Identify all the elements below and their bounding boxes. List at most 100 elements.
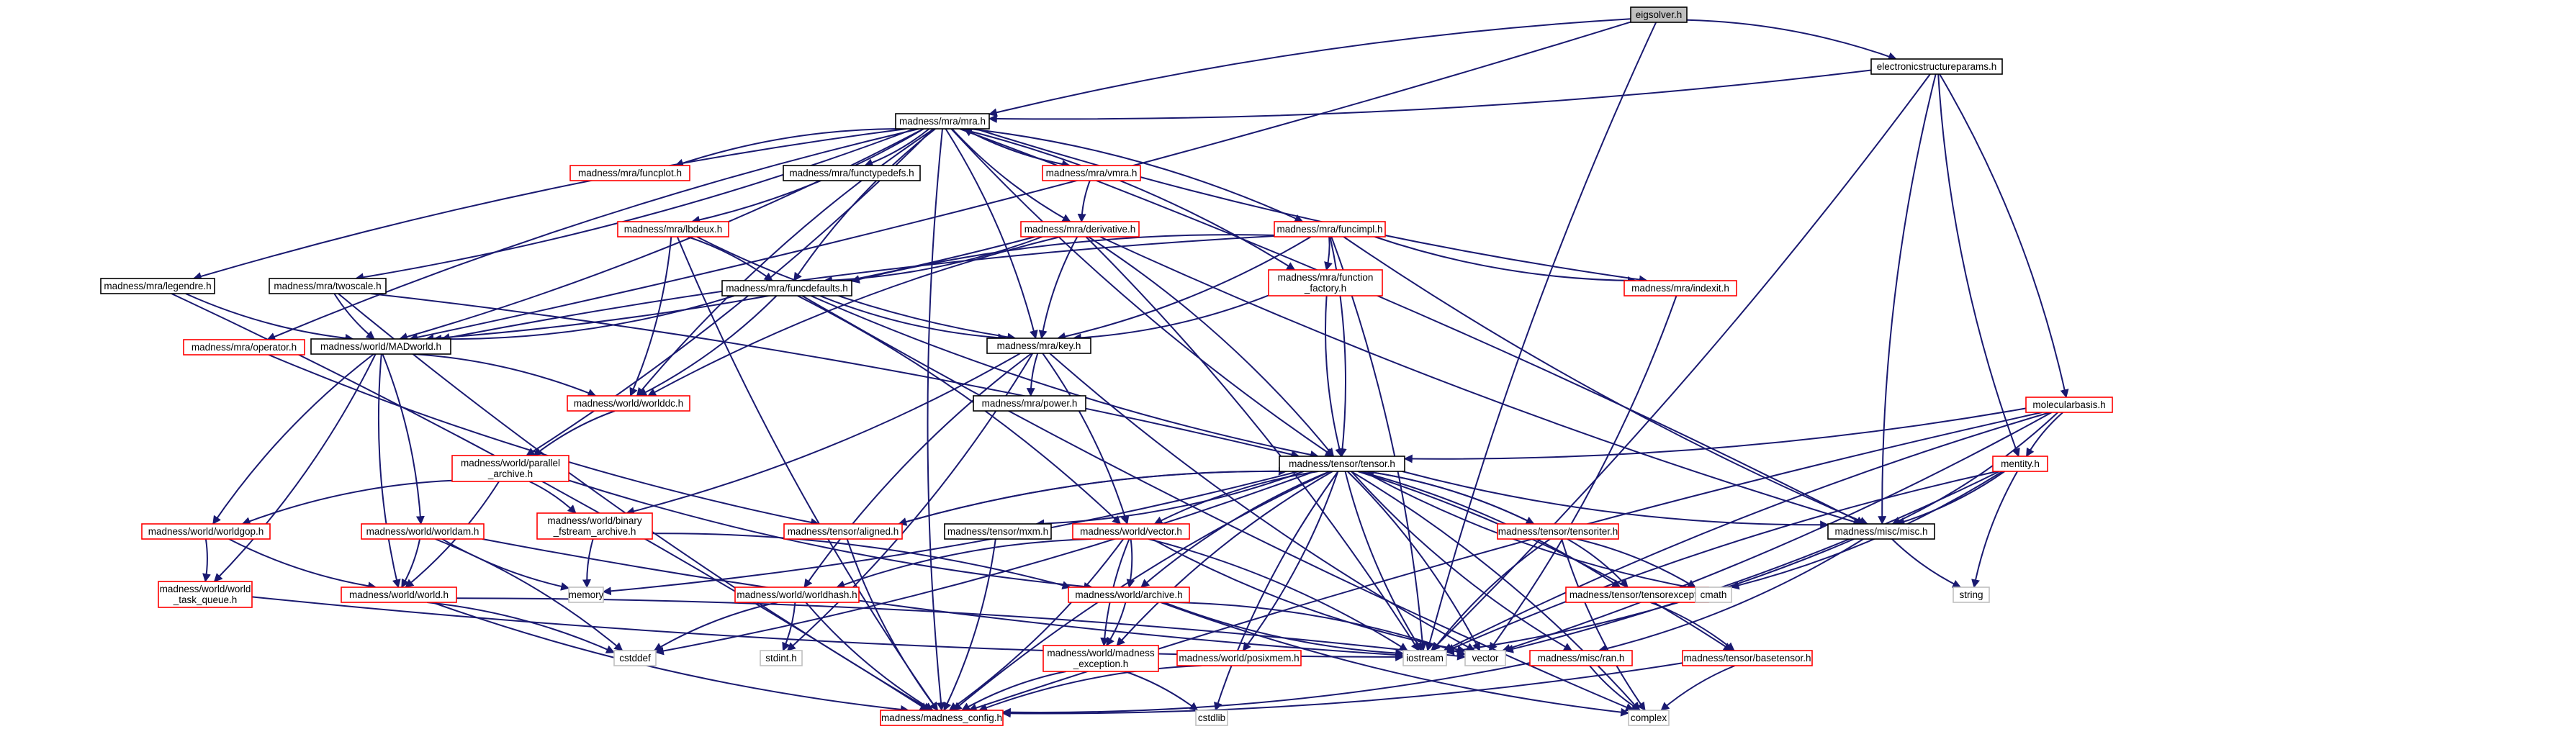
node-label-archive: madness/world/archive.h xyxy=(1075,589,1182,600)
edge-eigsolver-to-esp xyxy=(1686,19,1897,61)
edge-funcimpl-to-misc xyxy=(1343,236,1868,525)
node-box-cstdlib xyxy=(1195,710,1228,726)
node-esp[interactable]: electronicstructureparams.h xyxy=(1870,58,2003,75)
node-worldgop[interactable]: madness/world/worldgop.h xyxy=(141,523,271,540)
node-worlddc[interactable]: madness/world/worlddc.h xyxy=(567,395,690,412)
node-binaryfstream[interactable]: madness/world/binary_fstream_archive.h xyxy=(536,512,653,540)
edge-madworld-to-worlddc xyxy=(413,353,597,397)
dependency-edges xyxy=(171,18,2069,718)
node-label-cstddef: cstddef xyxy=(619,653,651,664)
node-box-worlddc xyxy=(567,395,690,412)
edge-vmra-to-mra xyxy=(963,128,1070,166)
node-label-worldam: madness/world/worldam.h xyxy=(366,526,479,537)
node-eigsolver[interactable]: eigsolver.h xyxy=(1630,6,1688,23)
node-posixmem[interactable]: madness/world/posixmem.h xyxy=(1176,650,1302,666)
node-label-madworld: madness/world/MADworld.h xyxy=(320,341,441,352)
node-box-key xyxy=(986,338,1091,354)
edge-madworld-to-worldgop xyxy=(212,353,374,525)
node-tensoraligned[interactable]: madness/tensor/aligned.h xyxy=(783,523,903,540)
node-tensorexcept[interactable]: madness/tensor/tensorexcept.h xyxy=(1565,587,1709,603)
node-box-ran xyxy=(1529,650,1633,666)
node-tensor[interactable]: madness/tensor/tensor.h xyxy=(1279,456,1405,472)
node-madworld[interactable]: madness/world/MADworld.h xyxy=(310,338,451,355)
node-key[interactable]: madness/mra/key.h xyxy=(986,338,1091,354)
edge-mra-to-funcfactory xyxy=(960,128,1296,271)
node-label-parallelarchive: madness/world/parallel xyxy=(461,458,560,468)
node-box-tensoraligned xyxy=(783,523,903,540)
edge-posixmem-to-config xyxy=(978,665,1202,712)
node-derivative[interactable]: madness/mra/derivative.h xyxy=(1020,221,1140,237)
node-indexit[interactable]: madness/mra/indexit.h xyxy=(1623,280,1737,296)
edge-world-to-cstddef xyxy=(426,602,616,653)
node-label-tensorexcept: madness/tensor/tensorexcept.h xyxy=(1570,589,1705,600)
edge-lbdeux-to-worlddc xyxy=(629,236,672,397)
edge-worldhash-to-stdint xyxy=(782,602,796,652)
node-worldam[interactable]: madness/world/worldam.h xyxy=(361,523,485,540)
node-box-vmra xyxy=(1042,165,1141,181)
node-cstddef: cstddef xyxy=(613,650,657,666)
node-world[interactable]: madness/world/world.h xyxy=(341,587,457,603)
edge-world-to-vectorstd xyxy=(456,597,1467,661)
node-legendre[interactable]: madness/mra/legendre.h xyxy=(100,278,215,294)
node-archive[interactable]: madness/world/archive.h xyxy=(1068,587,1190,603)
edge-archive-to-complex xyxy=(1160,602,1630,717)
node-basetensor[interactable]: madness/tensor/basetensor.h xyxy=(1682,650,1813,666)
node-box-cstddef xyxy=(613,650,657,666)
node-label-world: madness/world/world.h xyxy=(349,589,449,600)
node-config[interactable]: madness/madness_config.h xyxy=(880,710,1004,726)
node-box-funcplot xyxy=(569,165,690,181)
edge-tensor-to-vector xyxy=(1153,471,1319,525)
node-mra[interactable]: madness/mra/mra.h xyxy=(895,113,990,130)
node-mentity[interactable]: mentity.h xyxy=(1992,456,2048,472)
node-box-derivative xyxy=(1020,221,1140,237)
node-tensoriter[interactable]: madness/tensor/tensoriter.h xyxy=(1497,523,1619,540)
node-worldhash[interactable]: madness/world/worldhash.h xyxy=(734,587,860,603)
node-parallelarchive[interactable]: madness/world/parallel_archive.h xyxy=(451,455,569,482)
edge-legendre-to-madworld xyxy=(185,293,354,343)
node-box-binaryfstream xyxy=(536,512,653,540)
node-label-vectorstd: vector xyxy=(1472,653,1499,664)
edge-basetensor-to-config xyxy=(1001,662,1683,718)
node-functypedefs[interactable]: madness/mra/functypedefs.h xyxy=(783,165,921,181)
node-power[interactable]: madness/mra/power.h xyxy=(973,395,1086,412)
node-box-funcimpl xyxy=(1274,221,1386,237)
node-funcimpl[interactable]: madness/mra/funcimpl.h xyxy=(1274,221,1386,237)
edge-madworld-to-taskqueue xyxy=(213,353,377,582)
node-funcplot[interactable]: madness/mra/funcplot.h xyxy=(569,165,690,181)
node-lbdeux[interactable]: madness/mra/lbdeux.h xyxy=(617,221,729,237)
node-box-mxm xyxy=(944,523,1052,540)
edge-worldhash-to-cstddef xyxy=(653,602,778,651)
node-ran[interactable]: madness/misc/ran.h xyxy=(1529,650,1633,666)
node-label-operator: madness/mra/operator.h xyxy=(192,342,297,353)
edge-worldhash-to-config xyxy=(805,602,934,711)
node-label-twoscale: madness/mra/twoscale.h xyxy=(274,281,381,291)
edge-funcdefaults-to-madworld xyxy=(432,295,735,344)
node-label-molecularbasis: molecularbasis.h xyxy=(2032,399,2105,410)
edge-funcdefaults-to-tensor xyxy=(810,295,1319,459)
node-label-parallelarchive: _archive.h xyxy=(487,468,533,479)
edge-tensoriter-to-tensorexcept xyxy=(1567,538,1629,588)
node-label-worldgop: madness/world/worldgop.h xyxy=(148,526,264,537)
node-madexception[interactable]: madness/world/madness_exception.h xyxy=(1042,645,1159,672)
node-operator[interactable]: madness/mra/operator.h xyxy=(183,339,305,356)
node-mxm[interactable]: madness/tensor/mxm.h xyxy=(944,523,1052,540)
edge-mra-to-key xyxy=(945,128,1038,340)
node-label-vmra: madness/mra/vmra.h xyxy=(1046,168,1138,178)
edge-tensor-to-madexception xyxy=(1116,471,1333,646)
node-box-madworld xyxy=(310,338,451,355)
edge-mxm-to-config xyxy=(943,538,996,712)
node-vmra[interactable]: madness/mra/vmra.h xyxy=(1042,165,1141,181)
node-molecularbasis[interactable]: molecularbasis.h xyxy=(2025,397,2113,413)
edge-ran-to-config xyxy=(1001,662,1531,717)
node-misc[interactable]: madness/misc/misc.h xyxy=(1827,523,1935,540)
node-funcfactory[interactable]: madness/mra/function_factory.h xyxy=(1268,269,1383,296)
node-box-worldhash xyxy=(734,587,860,603)
edge-mra-to-config xyxy=(927,128,945,712)
node-label-posixmem: madness/world/posixmem.h xyxy=(1179,653,1299,664)
node-vector[interactable]: madness/world/vector.h xyxy=(1072,523,1190,540)
node-twoscale[interactable]: madness/mra/twoscale.h xyxy=(269,278,387,294)
node-funcdefaults[interactable]: madness/mra/funcdefaults.h xyxy=(721,280,852,296)
edge-funcimpl-to-funcdefaults xyxy=(850,234,1275,284)
node-taskqueue[interactable]: madness/world/world_task_queue.h xyxy=(158,581,253,608)
edge-tensor-to-vectorstd xyxy=(1346,471,1481,652)
